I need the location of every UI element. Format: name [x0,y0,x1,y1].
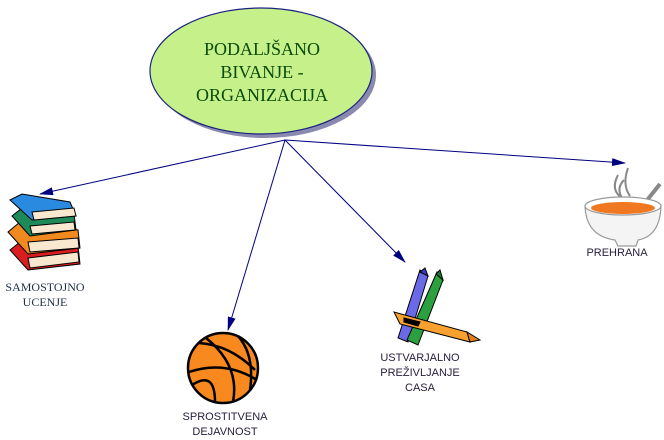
root-node-ellipse[interactable] [149,7,373,135]
label-line: UCENJE [22,295,68,309]
node-label-prehrana[interactable]: PREHRANA [577,246,657,261]
connector-to-soup [284,139,626,167]
label-line: DEJAVNOST [192,426,258,438]
root-line: ORGANIZACIJA [196,85,328,105]
root-line: BIVANJE - [220,62,304,82]
connector-to-books [39,139,286,196]
basketball-icon[interactable] [186,331,260,405]
label-line: SPROSTITVENA [182,411,268,423]
label-line: SAMOSTOJNO [5,280,85,294]
node-label-sprostitvena-dejavnost[interactable]: SPROSTITVENA DEJAVNOST [160,410,290,440]
books-icon[interactable] [7,193,81,271]
root-node-label: PODALJŠANO BIVANJE - ORGANIZACIJA [172,38,352,107]
connector-to-basketball [227,139,286,331]
label-line: USTVARJALNO [380,352,460,364]
label-line: PREŽIVLJANJE [380,367,460,379]
root-line: PODALJŠANO [203,39,320,59]
label-line: PREHRANA [586,247,648,259]
label-line: CASA [405,382,435,394]
crayons-icon[interactable] [393,267,482,346]
soup-bowl-icon[interactable] [584,167,662,247]
node-label-samostojno-ucenje[interactable]: SAMOSTOJNO UCENJE [0,280,90,310]
connector-to-crayons [284,139,406,263]
node-label-ustvarjalno-prezivljanje-casa[interactable]: USTVARJALNO PREŽIVLJANJE CASA [365,351,475,396]
